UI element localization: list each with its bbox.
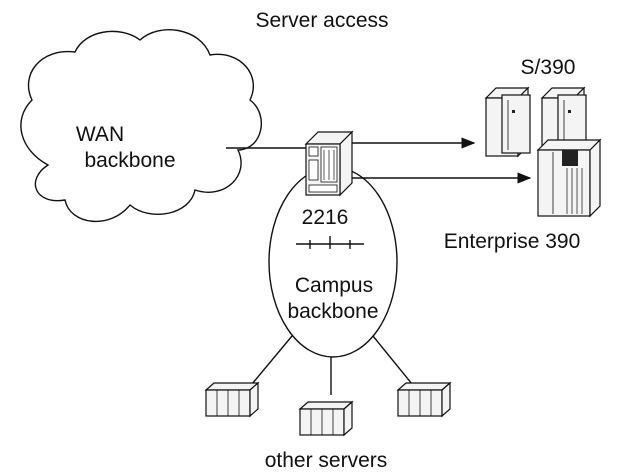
diagram-title: Server access (255, 9, 388, 32)
other-servers-label: other servers (265, 449, 388, 472)
campus-backbone: Campus backbone (268, 166, 398, 358)
campus-server-link-left (251, 335, 293, 385)
enterprise-390-icon (536, 138, 602, 218)
router-2216-icon (304, 130, 354, 197)
wan-cloud: WAN backbone (20, 29, 263, 222)
s390-label: S/390 (521, 56, 576, 79)
wan-label-line2: backbone (84, 149, 175, 172)
server-group-center-icon (298, 400, 354, 437)
wan-label-line1: WAN (76, 123, 124, 146)
campus-label-line1: Campus (295, 274, 373, 297)
campus-server-link-right (372, 335, 413, 385)
server-group-left-icon (204, 381, 260, 418)
enterprise-390-label: Enterprise 390 (444, 230, 581, 253)
server-group-right-icon (396, 381, 452, 418)
router-label: 2216 (302, 206, 349, 229)
campus-label-line2: backbone (287, 300, 378, 323)
